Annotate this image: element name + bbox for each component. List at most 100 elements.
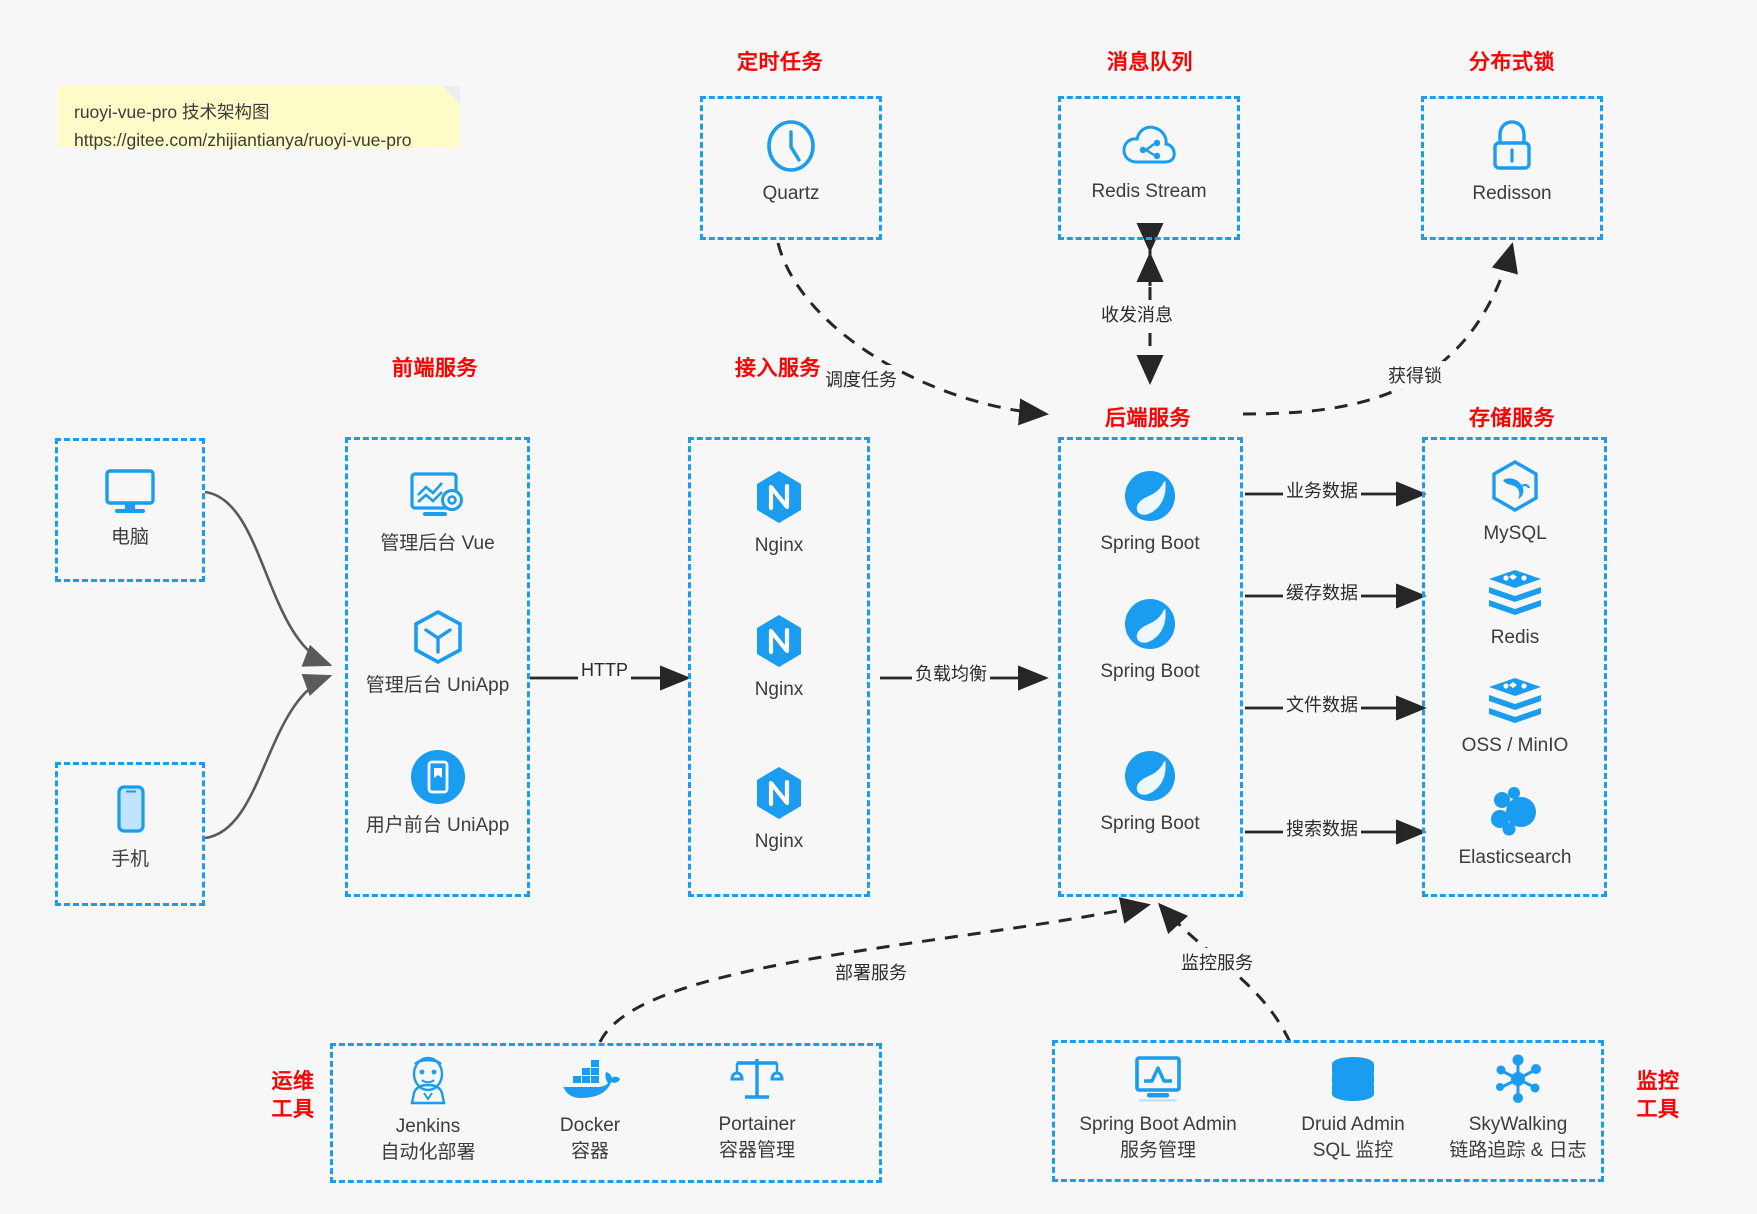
- docker-whale-icon: [563, 1060, 620, 1098]
- node-label: Portainer: [718, 1114, 796, 1135]
- note-line-2: https://gitee.com/zhijiantianya/ruoyi-vu…: [74, 130, 412, 150]
- node-mysql[interactable]: MySQL: [1452, 460, 1578, 547]
- group-box-computer: [55, 438, 205, 582]
- node-nginx-2[interactable]: Nginx: [718, 612, 840, 703]
- edge-label-cache-data: 缓存数据: [1283, 578, 1361, 606]
- spring-leaf-icon: [1125, 471, 1175, 521]
- node-druid-admin[interactable]: Druid Admin SQL 监控: [1268, 1055, 1438, 1163]
- network-nodes-icon: [1496, 1054, 1541, 1103]
- cube-icon: [413, 609, 462, 665]
- group-box-gateway: [688, 437, 870, 897]
- node-label: Nginx: [754, 679, 804, 700]
- node-skywalking[interactable]: SkyWalking 链路追踪 & 日志: [1430, 1053, 1606, 1163]
- node-admin-vue[interactable]: 管理后台 Vue: [355, 470, 520, 557]
- node-label: 管理后台 Vue: [380, 533, 495, 554]
- lock-icon: [1493, 120, 1531, 170]
- edge-label-deploy-service: 部署服务: [832, 958, 910, 986]
- node-label: Redis: [1490, 627, 1540, 648]
- devops-title-line-1: 运维: [271, 1070, 315, 1093]
- node-spring-boot-2[interactable]: Spring Boot: [1087, 596, 1213, 685]
- edge-label-load-balance: 负载均衡: [912, 659, 990, 687]
- note-fold-corner: [442, 86, 460, 104]
- node-user-uniapp[interactable]: 用户前台 UniApp: [345, 748, 530, 839]
- group-title-frontend: 前端服务: [392, 357, 478, 380]
- group-box-scheduled-task: [700, 96, 882, 240]
- node-label: 电脑: [110, 527, 149, 548]
- node-computer[interactable]: 电脑: [80, 466, 180, 551]
- node-redisson[interactable]: Redisson: [1451, 118, 1573, 207]
- group-box-monitor: [1052, 1040, 1604, 1182]
- nginx-icon: [757, 471, 801, 523]
- node-spring-boot-1[interactable]: Spring Boot: [1087, 468, 1213, 557]
- group-title-storage: 存储服务: [1469, 407, 1555, 430]
- redis-stack-icon: [1489, 570, 1541, 615]
- node-label: Docker: [559, 1115, 621, 1136]
- node-label: Nginx: [754, 535, 804, 556]
- group-title-monitor: 监控 工具: [1618, 1068, 1698, 1125]
- monitor-chart-icon: [1135, 1056, 1181, 1102]
- node-portainer[interactable]: Portainer 容器管理: [672, 1053, 842, 1163]
- sticky-note: ruoyi-vue-pro 技术架构图 https://gitee.com/zh…: [58, 86, 460, 150]
- edge-label-acquire-lock: 获得锁: [1385, 361, 1445, 389]
- node-nginx-1[interactable]: Nginx: [718, 468, 840, 559]
- node-sublabel: 服务管理: [1119, 1139, 1196, 1161]
- node-jenkins[interactable]: Jenkins 自动化部署: [348, 1055, 508, 1165]
- node-label: Spring Boot Admin: [1079, 1114, 1237, 1135]
- node-sublabel: 容器: [570, 1140, 609, 1162]
- scales-icon: [730, 1059, 784, 1099]
- node-oss-minio[interactable]: OSS / MinIO: [1452, 676, 1578, 759]
- monitor-title-line-2: 工具: [1636, 1098, 1680, 1122]
- dashboard-gear-icon: [409, 472, 463, 516]
- node-label: Jenkins: [395, 1116, 461, 1137]
- node-nginx-3[interactable]: Nginx: [718, 764, 840, 855]
- smartphone-icon: [117, 785, 145, 833]
- spring-leaf-icon: [1125, 751, 1175, 801]
- node-label: Spring Boot: [1100, 533, 1200, 554]
- node-spring-boot-admin[interactable]: Spring Boot Admin 服务管理: [1058, 1055, 1258, 1163]
- node-redis[interactable]: Redis: [1452, 568, 1578, 651]
- elasticsearch-icon: [1491, 787, 1536, 836]
- spring-leaf-icon: [1125, 599, 1175, 649]
- group-box-frontend: [345, 437, 530, 897]
- node-label: Redis Stream: [1091, 181, 1207, 202]
- edge-label-send-receive-message: 收发消息: [1098, 300, 1176, 328]
- group-title-distributed-lock: 分布式锁: [1469, 51, 1555, 74]
- group-box-distributed-lock: [1421, 96, 1603, 240]
- node-redis-stream[interactable]: Redis Stream: [1088, 120, 1210, 205]
- node-elasticsearch[interactable]: Elasticsearch: [1442, 786, 1588, 871]
- edge-label-search-data: 搜索数据: [1283, 814, 1361, 842]
- database-icon: [1332, 1057, 1374, 1101]
- group-title-devops: 运维 工具: [258, 1068, 328, 1125]
- node-label: MySQL: [1483, 523, 1547, 544]
- nginx-icon: [757, 767, 801, 819]
- edge-label-schedule-task: 调度任务: [822, 365, 900, 393]
- node-quartz[interactable]: Quartz: [730, 118, 852, 207]
- node-label: 管理后台 UniApp: [365, 675, 510, 696]
- desktop-monitor-icon: [105, 469, 155, 513]
- node-label: Spring Boot: [1100, 813, 1200, 834]
- group-box-devops: [330, 1043, 882, 1183]
- group-title-backend: 后端服务: [1105, 407, 1191, 430]
- node-spring-boot-3[interactable]: Spring Boot: [1087, 748, 1213, 837]
- group-box-phone: [55, 762, 205, 906]
- edge-label-business-data: 业务数据: [1283, 476, 1361, 504]
- node-label: Spring Boot: [1100, 661, 1200, 682]
- node-admin-uniapp[interactable]: 管理后台 UniApp: [345, 608, 530, 699]
- node-label: Redisson: [1472, 183, 1552, 204]
- monitor-title-line-1: 监控: [1636, 1070, 1680, 1093]
- note-line-1: ruoyi-vue-pro 技术架构图: [74, 102, 270, 122]
- node-label: SkyWalking: [1468, 1114, 1568, 1135]
- edge-label-http: HTTP: [578, 659, 631, 682]
- node-label: Quartz: [762, 183, 820, 204]
- node-sublabel: SQL 监控: [1312, 1139, 1394, 1161]
- node-label: Nginx: [754, 831, 804, 852]
- node-label: 用户前台 UniApp: [365, 815, 510, 836]
- group-title-message-queue: 消息队列: [1107, 51, 1193, 74]
- mobile-app-icon: [410, 750, 465, 804]
- group-box-message-queue: [1058, 96, 1240, 240]
- group-title-scheduled-task: 定时任务: [737, 51, 823, 74]
- node-sublabel: 自动化部署: [380, 1141, 476, 1163]
- node-phone[interactable]: 手机: [80, 784, 180, 873]
- devops-title-line-2: 工具: [271, 1098, 315, 1122]
- node-docker[interactable]: Docker 容器: [510, 1060, 670, 1164]
